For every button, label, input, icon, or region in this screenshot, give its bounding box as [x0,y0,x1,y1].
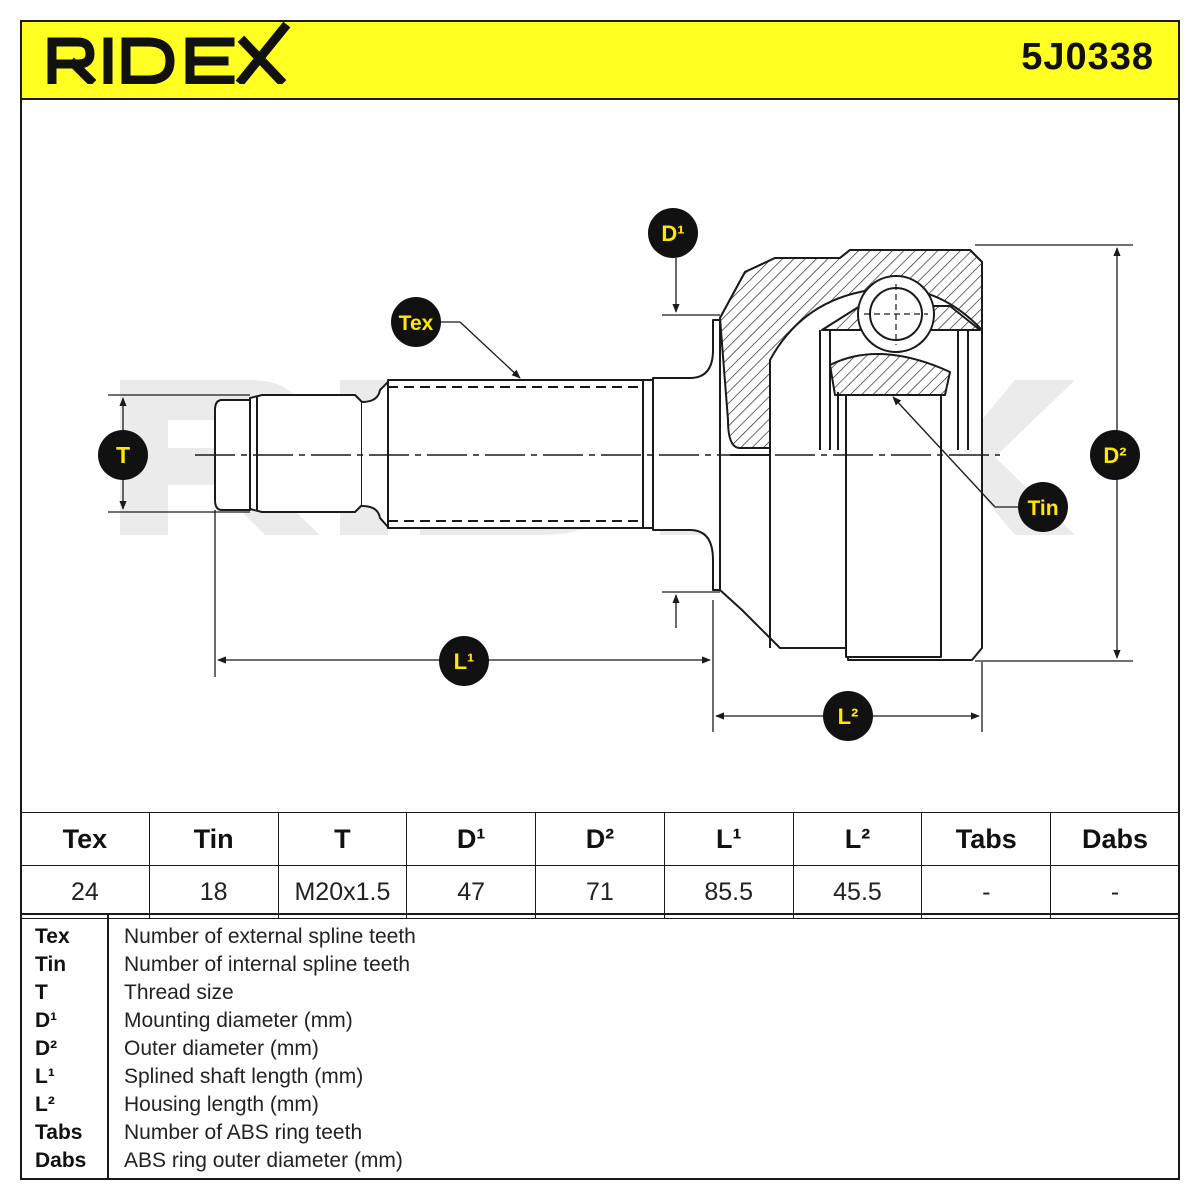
legend-desc: Outer diameter (mm) [124,1037,319,1060]
legend-key: D² [35,1037,58,1060]
legend-item: T Thread size [22,979,1172,1007]
callout-tex-label: Tex [399,312,434,335]
threaded-section [249,394,363,513]
specs-value-row: 24 18 M20x1.5 47 71 85.5 45.5 - - [20,865,1180,919]
specs-header-row: Tex Tin T D¹ D² L¹ L² Tabs Dabs [20,812,1180,866]
specs-value-tabs: - [921,865,1052,919]
legend-item: Tin Number of internal spline teeth [22,951,1172,979]
legend-desc: Housing length (mm) [124,1093,319,1116]
callout-l1: L¹ [439,636,489,686]
legend-desc: Mounting diameter (mm) [124,1009,353,1032]
legend-key: Tin [35,953,67,976]
specs-value-t: M20x1.5 [277,865,408,919]
part-number: 5J0338 [1021,36,1154,78]
callout-tin: Tin [1018,482,1068,532]
callout-tin-label: Tin [1027,497,1058,520]
legend-item: L¹ Splined shaft length (mm) [22,1063,1172,1091]
legend-item: L² Housing length (mm) [22,1091,1172,1119]
callout-l1-label: L¹ [454,649,475,674]
specs-value-tex: 24 [20,865,150,919]
legend-desc: Splined shaft length (mm) [124,1065,364,1088]
callout-d1: D¹ [648,208,698,258]
specs-value-l1: 85.5 [663,865,794,919]
legend-key: Tex [35,925,70,948]
legend-key: Dabs [35,1149,87,1172]
legend-key: D¹ [35,1009,58,1032]
legend-key: T [35,981,48,1004]
legend-desc: Thread size [124,981,234,1004]
legend-item: Tex Number of external spline teeth [22,923,1172,951]
specs-header-t: T [277,812,408,866]
specs-table: Tex Tin T D¹ D² L¹ L² Tabs Dabs 24 18 M2… [20,812,1180,919]
specs-header-tabs: Tabs [921,812,1052,866]
legend-item: Tabs Number of ABS ring teeth [22,1119,1172,1147]
callout-tex: Tex [391,297,441,347]
legend-desc: ABS ring outer diameter (mm) [124,1149,403,1172]
cv-joint-drawing: Tex D¹ T D² Tin L¹ L² [98,208,1140,741]
specs-header-tex: Tex [20,812,150,866]
specs-value-d1: 47 [406,865,537,919]
specs-header-dabs: Dabs [1050,812,1180,866]
legend-item: D² Outer diameter (mm) [22,1035,1172,1063]
legend-key: L² [35,1093,55,1116]
specs-header-l2: L² [792,812,923,866]
callout-d1-label: D¹ [661,221,684,246]
specs-value-d2: 71 [535,865,665,919]
legend-desc: Number of external spline teeth [124,925,416,948]
callout-d2: D² [1090,430,1140,480]
legend-box: Tex Number of external spline teeth Tin … [20,913,1180,1180]
specs-header-l1: L¹ [663,812,794,866]
legend-item: Dabs ABS ring outer diameter (mm) [22,1147,1172,1175]
specs-value-tin: 18 [148,865,279,919]
callout-d2-label: D² [1103,443,1126,468]
callout-t: T [98,430,148,480]
callout-t-label: T [116,442,130,468]
callout-l2-label: L² [838,704,859,729]
legend-desc: Number of ABS ring teeth [124,1121,363,1144]
legend-key: L¹ [35,1065,55,1088]
legend-item: D¹ Mounting diameter (mm) [22,1007,1172,1035]
legend-divider [107,915,109,1178]
legend-desc: Number of internal spline teeth [124,953,410,976]
specs-header-d2: D² [535,812,665,866]
callout-l2: L² [823,691,873,741]
ridex-logo [47,22,291,84]
specs-value-l2: 45.5 [792,865,923,919]
splined-shaft [387,379,644,529]
legend-key: Tabs [35,1121,83,1144]
specs-value-dabs: - [1050,865,1180,919]
specs-header-d1: D¹ [406,812,537,866]
specs-header-tin: Tin [148,812,279,866]
